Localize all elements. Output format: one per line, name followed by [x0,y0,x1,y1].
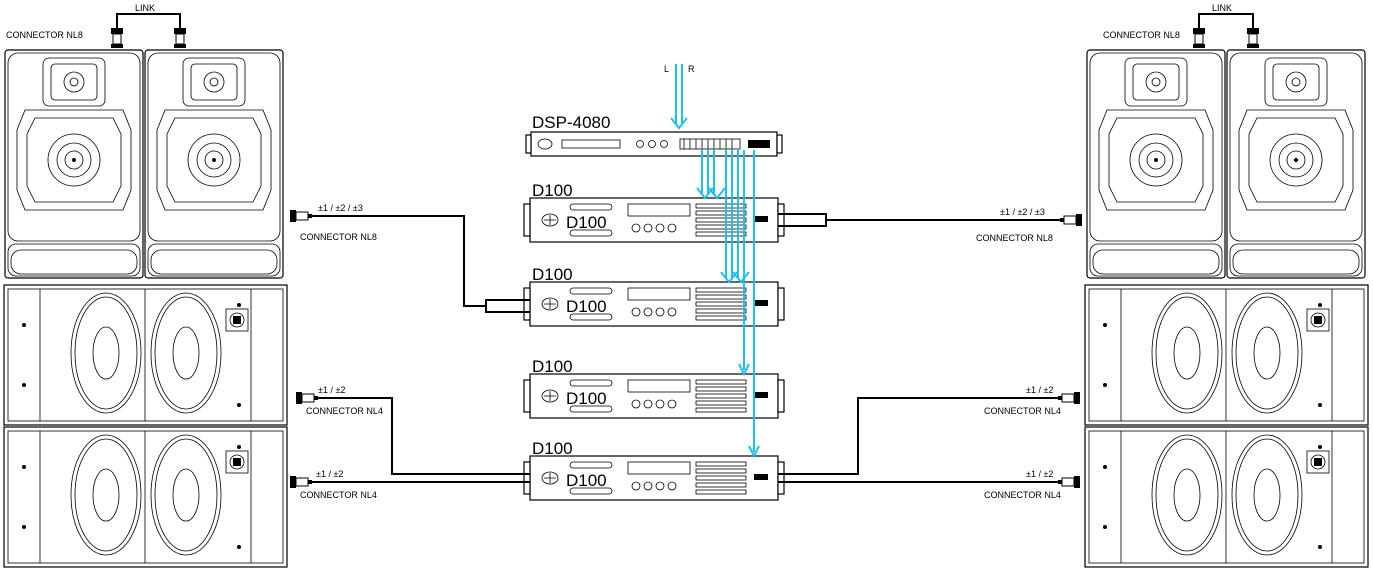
right-link-cable: LINK CONNECTOR NL8 [1103,3,1260,49]
dsp-model-label: DSP-4080 [532,113,610,132]
right-top-pins: ±1 / ±2 / ±3 [1000,207,1045,217]
amplifier-2: D100 D100 [523,265,785,327]
left-link-cable: LINK CONNECTOR NL8 [6,3,187,49]
amp-4-logo: D100 [566,471,607,490]
left-top-cable: ±1 / ±2 / ±3 CONNECTOR NL8 [289,203,530,313]
dsp-processor: DSP-4080 [525,113,783,157]
right-top-cabinet-a [1086,49,1226,279]
right-sub1-connector: CONNECTOR NL4 [984,406,1061,416]
left-sub-1-cable: ±1 / ±2 CONNECTOR NL4 [295,385,530,475]
right-sub-1-cable: ±1 / ±2 CONNECTOR NL4 [778,385,1081,475]
input-left-label: L [664,64,669,74]
amplifier-3: D100 D100 [523,357,785,419]
input-right-label: R [688,64,695,74]
amp-2-logo: D100 [566,297,607,316]
left-sub2-connector: CONNECTOR NL4 [300,490,377,500]
left-speaker-stack [3,49,288,568]
amp-2-label: D100 [532,265,573,284]
left-top-connector: CONNECTOR NL8 [300,232,377,242]
left-sub-cabinet-1 [3,284,288,426]
amp-1-label: D100 [532,181,573,200]
right-sub-cabinet-2 [1084,426,1369,568]
left-link-connector-label: CONNECTOR NL8 [6,30,83,40]
left-top-cabinet-a [4,49,144,279]
right-sub-cabinet-1 [1084,284,1369,426]
right-speaker-stack [1084,49,1369,568]
left-sub1-pins: ±1 / ±2 [318,385,345,395]
dsp-output-signals [696,150,760,459]
amp-3-label: D100 [532,357,573,376]
right-sub-2-cable: ±1 / ±2 CONNECTOR NL4 [778,469,1081,500]
right-sub2-connector: CONNECTOR NL4 [984,490,1061,500]
left-sub2-pins: ±1 / ±2 [316,469,343,479]
right-top-cable: ±1 / ±2 / ±3 CONNECTOR NL8 [778,207,1083,243]
amp-3-logo: D100 [566,389,607,408]
left-top-pins: ±1 / ±2 / ±3 [318,203,363,213]
right-link-connector-label: CONNECTOR NL8 [1103,30,1180,40]
amplifier-1: D100 D100 [523,181,785,243]
amplifier-4: D100 D100 [523,439,785,501]
right-top-connector: CONNECTOR NL8 [976,233,1053,243]
right-link-label: LINK [1212,3,1232,13]
right-sub2-pins: ±1 / ±2 [1026,469,1053,479]
left-sub-cabinet-2 [3,426,288,568]
left-sub-2-cable: ±1 / ±2 CONNECTOR NL4 [289,469,530,500]
left-sub1-connector: CONNECTOR NL4 [306,406,383,416]
dsp-input-signals: L R [664,64,695,130]
right-top-cabinet-b [1226,49,1366,279]
left-top-cabinet-b [144,49,284,279]
right-sub1-pins: ±1 / ±2 [1026,385,1053,395]
amp-4-label: D100 [532,439,573,458]
amp-1-logo: D100 [566,213,607,232]
left-link-label: LINK [135,3,155,13]
